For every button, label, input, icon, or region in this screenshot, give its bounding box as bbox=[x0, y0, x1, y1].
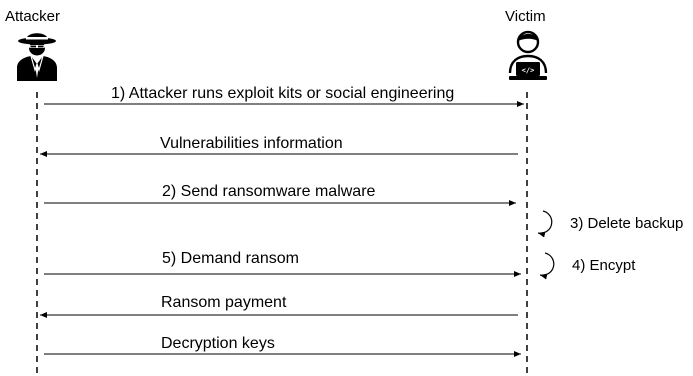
message-label-5: Ransom payment bbox=[161, 294, 287, 311]
message-label-3: 2) Send ransomware malware bbox=[162, 183, 376, 200]
message-label-6: Decryption keys bbox=[161, 335, 275, 352]
victim-label: Victim bbox=[505, 8, 546, 25]
message-label-1: 1) Attacker runs exploit kits or social … bbox=[111, 85, 455, 102]
self-action-label-2: 4) Encypt bbox=[572, 257, 636, 274]
user-laptop-icon: </> bbox=[508, 30, 548, 80]
self-loop-arrow-1 bbox=[537, 210, 553, 238]
message-label-2: Vulnerabilities information bbox=[160, 135, 343, 152]
attacker-label: Attacker bbox=[5, 8, 61, 25]
message-label-4: 5) Demand ransom bbox=[162, 250, 299, 267]
self-action-label-1: 3) Delete backup bbox=[570, 215, 684, 232]
self-loop-arrow-2 bbox=[539, 252, 555, 280]
spy-hacker-icon bbox=[17, 33, 57, 81]
code-glyph: </> bbox=[522, 67, 535, 75]
